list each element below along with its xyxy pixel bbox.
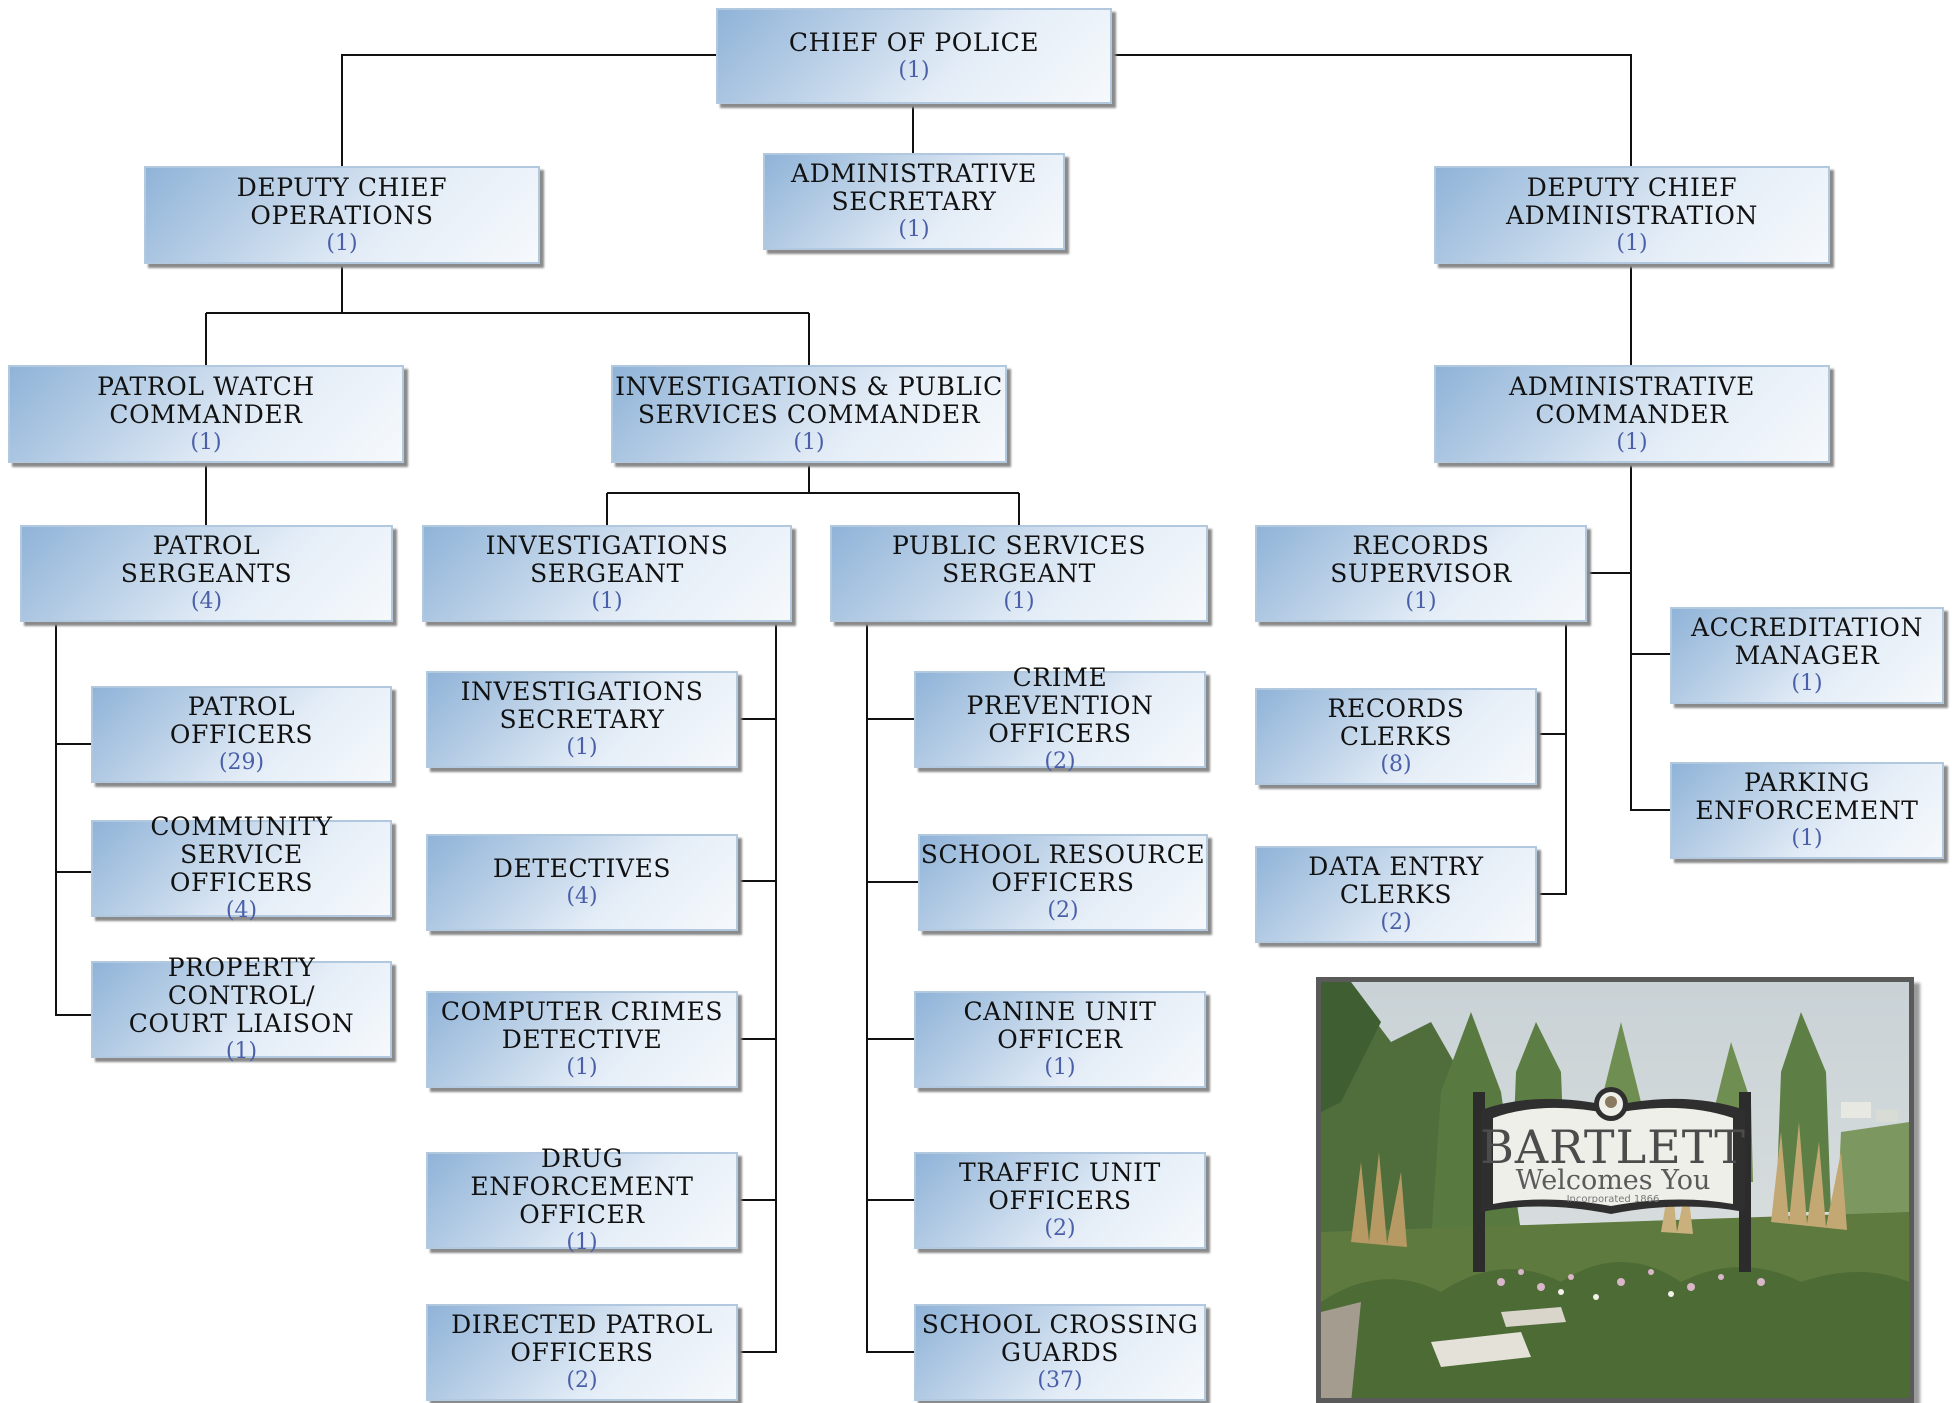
node-title: PATROL OFFICERS: [169, 692, 314, 749]
node-count: (1): [1003, 589, 1035, 614]
node-count: (2): [1047, 898, 1079, 923]
node-title: PARKING ENFORCEMENT: [1695, 768, 1919, 825]
node-count: (2): [1044, 749, 1076, 774]
node-title: CANINE UNIT OFFICER: [963, 997, 1157, 1054]
node-title: ADMINISTRATIVE SECRETARY: [791, 159, 1037, 216]
node-public-services-sergeant: PUBLIC SERVICES SERGEANT (1): [830, 525, 1208, 622]
node-title: INVESTIGATIONS SECRETARY: [460, 677, 704, 734]
node-count: (37): [1037, 1368, 1083, 1393]
node-title: CHIEF OF POLICE: [788, 27, 1040, 57]
sign-text: BARTLETT: [1480, 1120, 1746, 1174]
node-crime-prevention-officers: CRIME PREVENTION OFFICERS (2): [914, 664, 1206, 774]
node-accreditation-manager: ACCREDITATION MANAGER (1): [1670, 607, 1944, 704]
node-traffic-unit-officers: TRAFFIC UNIT OFFICERS (2): [914, 1152, 1206, 1249]
node-title: ADMINISTRATIVE COMMANDER: [1509, 371, 1755, 429]
node-patrol-officers: PATROL OFFICERS (29): [91, 686, 392, 783]
node-count: (4): [225, 898, 258, 923]
node-count: (1): [591, 589, 623, 614]
node-count: (1): [566, 1230, 598, 1255]
node-count: (1): [326, 230, 358, 256]
node-title: DEPUTY CHIEF ADMINISTRATION: [1506, 172, 1758, 230]
sign-small-text: Incorporated 1866: [1567, 1194, 1660, 1205]
node-chief-of-police: CHIEF OF POLICE (1): [716, 8, 1112, 104]
node-title: DETECTIVES: [492, 854, 672, 883]
node-count: (29): [218, 750, 265, 775]
node-title: PATROL SERGEANTS: [120, 531, 293, 588]
node-count: (4): [190, 589, 223, 614]
node-title: PROPERTY CONTROL/ COURT LIAISON: [128, 953, 355, 1038]
node-title: TRAFFIC UNIT OFFICERS: [959, 1158, 1161, 1215]
node-title: DEPUTY CHIEF OPERATIONS: [236, 172, 448, 230]
node-directed-patrol-officers: DIRECTED PATROL OFFICERS (2): [426, 1304, 738, 1401]
node-canine-unit-officer: CANINE UNIT OFFICER (1): [914, 991, 1206, 1088]
node-title: PUBLIC SERVICES SERGEANT: [891, 531, 1147, 588]
node-investigations-secretary: INVESTIGATIONS SECRETARY (1): [426, 671, 738, 768]
node-title: ACCREDITATION MANAGER: [1690, 613, 1924, 670]
node-community-service-officers: COMMUNITY SERVICE OFFICERS (4): [91, 813, 392, 923]
node-title: RECORDS CLERKS: [1327, 694, 1465, 751]
node-count: (1): [566, 1055, 598, 1080]
node-count: (1): [1616, 230, 1648, 256]
node-records-supervisor: RECORDS SUPERVISOR (1): [1255, 525, 1587, 622]
node-deputy-chief-operations: DEPUTY CHIEF OPERATIONS (1): [144, 166, 540, 264]
node-patrol-watch-commander: PATROL WATCH COMMANDER (1): [8, 365, 404, 463]
node-count: (1): [898, 57, 930, 83]
node-count: (1): [566, 735, 598, 760]
node-title: SCHOOL RESOURCE OFFICERS: [920, 840, 1206, 897]
node-title: INVESTIGATIONS & PUBLIC SERVICES COMMAND…: [615, 371, 1003, 429]
node-school-resource-officers: SCHOOL RESOURCE OFFICERS (2): [918, 834, 1208, 931]
node-title: INVESTIGATIONS SERGEANT: [485, 531, 729, 588]
node-count: (2): [1044, 1216, 1076, 1241]
node-count: (1): [1791, 826, 1823, 851]
node-count: (2): [1380, 910, 1412, 935]
node-title: DRUG ENFORCEMENT OFFICER: [470, 1144, 694, 1229]
node-title: CRIME PREVENTION OFFICERS: [966, 663, 1154, 748]
node-title: COMPUTER CRIMES DETECTIVE: [440, 997, 724, 1054]
node-drug-enforcement-officer: DRUG ENFORCEMENT OFFICER (1): [426, 1145, 738, 1255]
node-title: DIRECTED PATROL OFFICERS: [451, 1310, 713, 1367]
node-title: COMMUNITY SERVICE OFFICERS: [150, 812, 333, 897]
node-count: (1): [190, 429, 222, 455]
node-count: (2): [566, 1368, 598, 1393]
node-deputy-chief-administration: DEPUTY CHIEF ADMINISTRATION (1): [1434, 166, 1830, 264]
node-count: (1): [898, 217, 930, 242]
node-title: RECORDS SUPERVISOR: [1330, 531, 1512, 588]
node-count: (1): [1044, 1055, 1076, 1080]
node-title: PATROL WATCH COMMANDER: [97, 371, 315, 429]
node-count: (1): [793, 429, 825, 455]
node-detectives: DETECTIVES (4): [426, 834, 738, 931]
node-investigations-sergeant: INVESTIGATIONS SERGEANT (1): [422, 525, 792, 622]
node-count: (1): [1791, 671, 1823, 696]
node-investigations-public-services-commander: INVESTIGATIONS & PUBLIC SERVICES COMMAND…: [611, 365, 1007, 463]
sign-subtext: Welcomes You: [1516, 1165, 1711, 1196]
node-title: SCHOOL CROSSING GUARDS: [921, 1310, 1199, 1367]
node-title: DATA ENTRY CLERKS: [1308, 852, 1484, 909]
node-school-crossing-guards: SCHOOL CROSSING GUARDS (37): [914, 1304, 1206, 1401]
node-count: (1): [1616, 429, 1648, 455]
node-patrol-sergeants: PATROL SERGEANTS (4): [20, 525, 393, 622]
node-count: (4): [566, 884, 598, 909]
node-count: (1): [1405, 589, 1437, 614]
node-records-clerks: RECORDS CLERKS (8): [1255, 688, 1537, 785]
node-administrative-commander: ADMINISTRATIVE COMMANDER (1): [1434, 365, 1830, 463]
node-computer-crimes-detective: COMPUTER CRIMES DETECTIVE (1): [426, 991, 738, 1088]
bartlett-welcome-sign-photo: BARTLETT Welcomes You Incorporated 1866: [1316, 977, 1914, 1403]
node-property-control-court-liaison: PROPERTY CONTROL/ COURT LIAISON (1): [91, 954, 392, 1064]
node-count: (1): [225, 1039, 258, 1064]
node-data-entry-clerks: DATA ENTRY CLERKS (2): [1255, 846, 1537, 943]
node-parking-enforcement: PARKING ENFORCEMENT (1): [1670, 762, 1944, 859]
node-count: (8): [1380, 752, 1412, 777]
node-administrative-secretary: ADMINISTRATIVE SECRETARY (1): [763, 153, 1065, 250]
